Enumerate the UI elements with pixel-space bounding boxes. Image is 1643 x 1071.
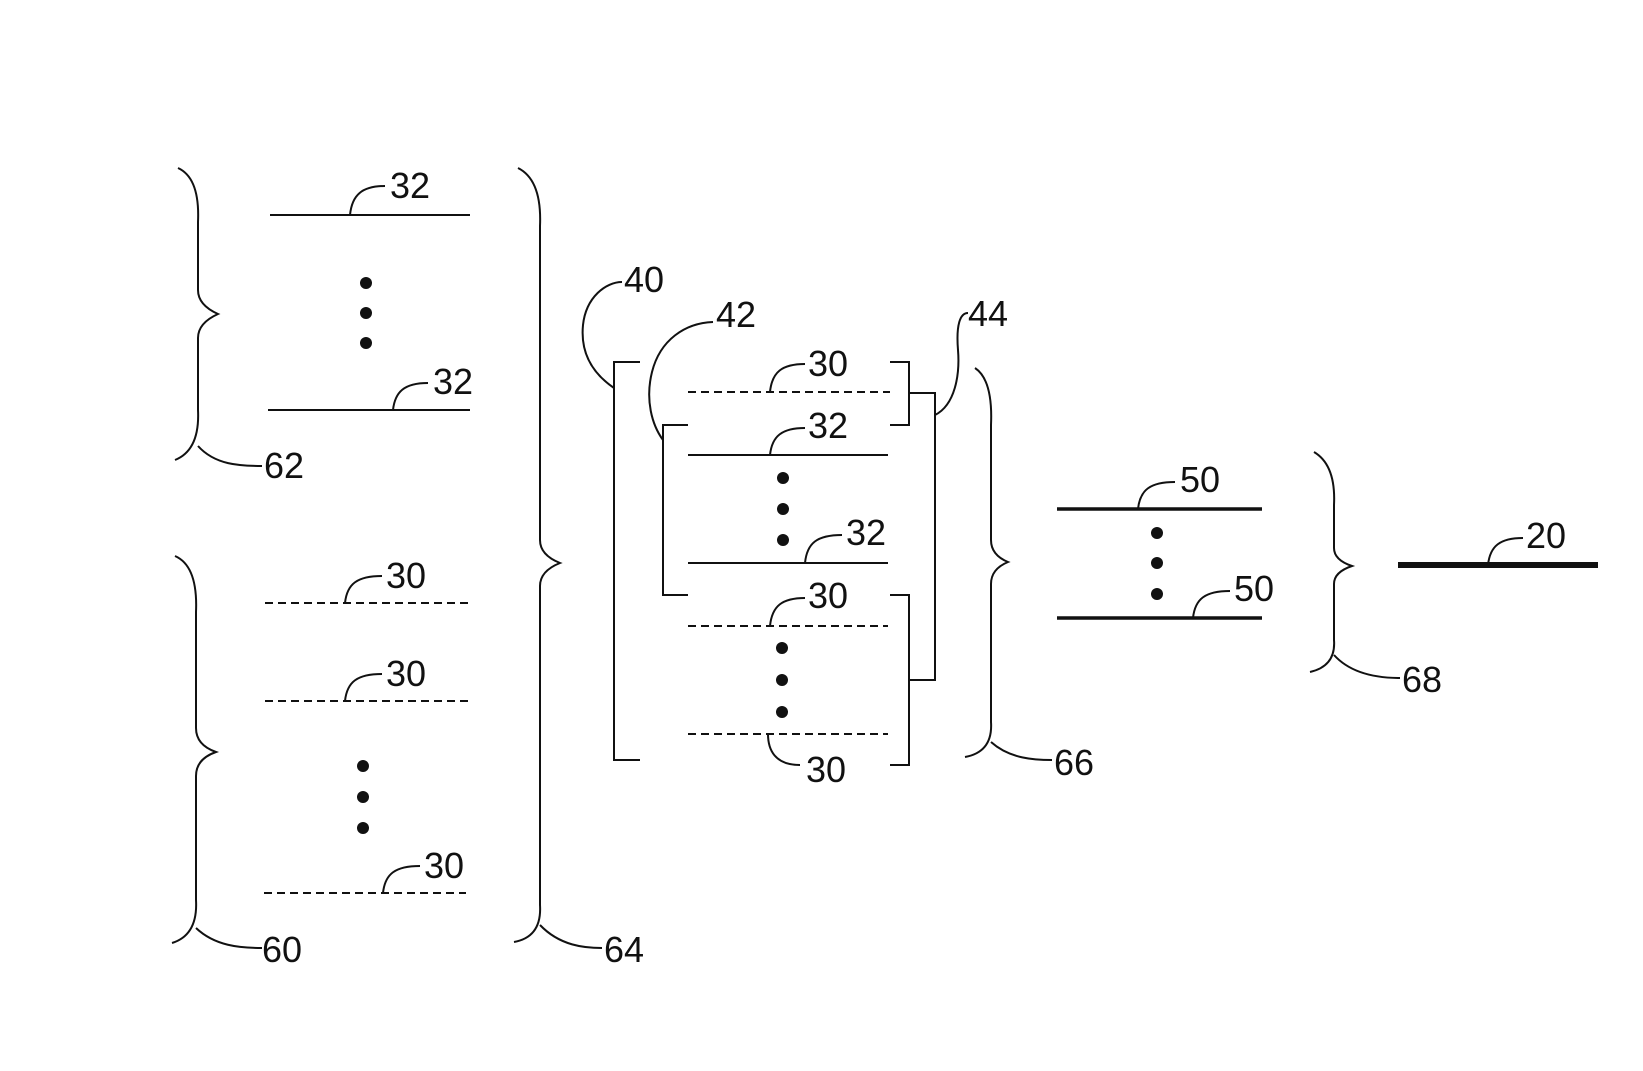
- leader-42: [649, 322, 713, 440]
- bracket-42: [663, 425, 688, 595]
- brace-62: [175, 168, 218, 460]
- label-60: 60: [262, 929, 302, 970]
- leader-60: [196, 928, 262, 948]
- label-30-lower-top: 30: [808, 575, 848, 616]
- label-50-top: 50: [1180, 459, 1220, 500]
- ellipsis-dot: [360, 337, 372, 349]
- ellipsis-dot: [777, 503, 789, 515]
- leader-68: [1334, 655, 1400, 678]
- group-50: 50 50: [1057, 459, 1274, 618]
- brace-64: [514, 168, 560, 942]
- leader-66: [991, 742, 1052, 760]
- label-44: 44: [968, 293, 1008, 334]
- label-32-mid-bottom: 32: [846, 512, 886, 553]
- label-30-2: 30: [386, 653, 426, 694]
- label-32-mid-top: 32: [808, 405, 848, 446]
- brace-66: [965, 368, 1008, 757]
- label-62: 62: [264, 445, 304, 486]
- ellipsis-dot: [1151, 557, 1163, 569]
- ellipsis-dot: [776, 706, 788, 718]
- leader-50-top: [1138, 482, 1175, 509]
- label-42: 42: [716, 294, 756, 335]
- leader-30-lower-top: [770, 598, 805, 626]
- leader-30-lower-bottom: [768, 734, 800, 765]
- leader-32-top: [350, 186, 385, 215]
- bracket-44-outer: [909, 393, 935, 680]
- group-60: 30 30 30 60: [172, 555, 468, 970]
- label-64: 64: [604, 929, 644, 970]
- ellipsis-dot: [1151, 588, 1163, 600]
- group-66: 66: [965, 368, 1094, 783]
- ellipsis-dot: [360, 277, 372, 289]
- label-30-top: 30: [808, 343, 848, 384]
- ellipsis-dot: [357, 822, 369, 834]
- label-30-3: 30: [424, 845, 464, 886]
- leader-20: [1488, 538, 1523, 565]
- label-66: 66: [1054, 742, 1094, 783]
- label-32-top: 32: [390, 165, 430, 206]
- group-62: 32 32 62: [175, 165, 473, 486]
- leader-30-3: [383, 866, 420, 893]
- label-30-lower-bottom: 30: [806, 749, 846, 790]
- leader-44: [935, 313, 968, 415]
- label-30-1: 30: [386, 555, 426, 596]
- bracket-44-upper: [890, 362, 909, 425]
- leader-30-2: [345, 674, 382, 701]
- leader-30-1: [345, 576, 382, 603]
- ellipsis-dot: [776, 674, 788, 686]
- brace-68: [1310, 452, 1352, 672]
- ellipsis-dot: [360, 307, 372, 319]
- ellipsis-dot: [357, 760, 369, 772]
- label-50-bottom: 50: [1234, 568, 1274, 609]
- label-20: 20: [1526, 515, 1566, 556]
- ellipsis-dot: [776, 642, 788, 654]
- bracket-44-lower: [890, 595, 909, 765]
- ellipsis-dot: [777, 472, 789, 484]
- label-32-bottom: 32: [433, 361, 473, 402]
- leader-32-bottom: [393, 383, 428, 410]
- leader-62: [198, 446, 262, 466]
- leader-30-top: [770, 364, 805, 392]
- leader-32-mid-bottom: [805, 535, 842, 563]
- label-40: 40: [624, 259, 664, 300]
- ellipsis-dot: [777, 534, 789, 546]
- leader-50-bottom: [1193, 591, 1230, 618]
- leader-32-mid-top: [770, 428, 805, 455]
- group-68: 68: [1310, 452, 1442, 700]
- middle-stack: 40 42 44 30 32 32 30 30: [583, 259, 1008, 790]
- group-20: 20: [1398, 515, 1598, 565]
- ellipsis-dot: [357, 791, 369, 803]
- leader-40: [583, 282, 622, 388]
- ellipsis-dot: [1151, 527, 1163, 539]
- brace-60: [172, 556, 216, 943]
- leader-64: [540, 925, 602, 948]
- label-68: 68: [1402, 659, 1442, 700]
- bracket-40: [614, 362, 640, 760]
